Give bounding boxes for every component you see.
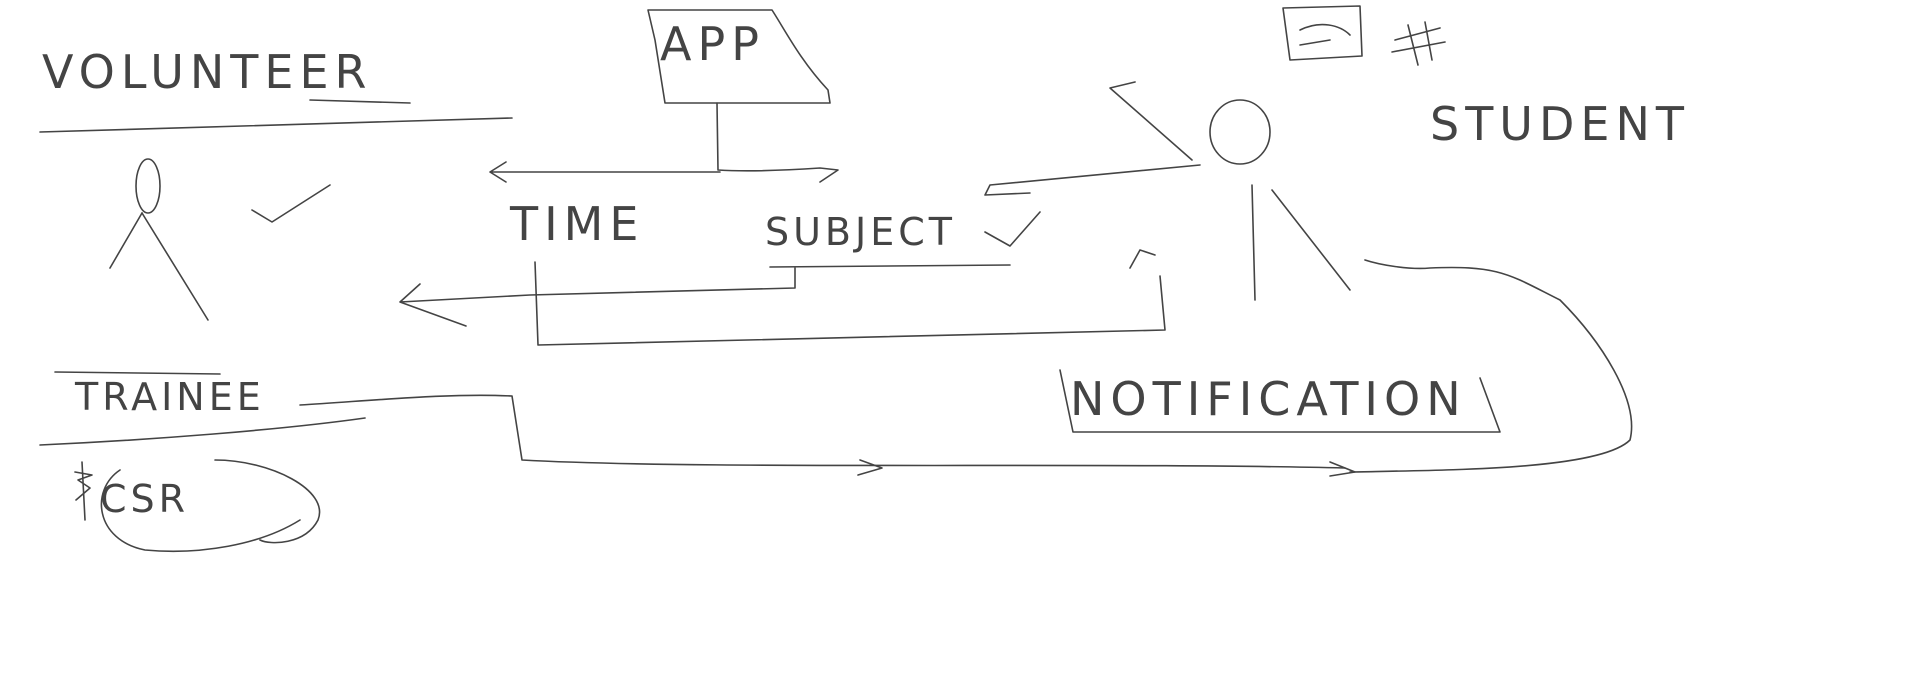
csr-circle: [100, 459, 321, 553]
trainee-to-notification-arrow: [299, 394, 1346, 469]
app-label: APP: [660, 17, 765, 71]
trainee-label: TRAINEE: [74, 375, 265, 419]
subject-underline: [769, 264, 1011, 268]
volunteer-underline-2: [309, 99, 411, 104]
csr-label: CSR: [100, 477, 189, 521]
hash-icon: [1391, 21, 1446, 66]
trainee-underline: [39, 371, 366, 446]
dollar-icon: [74, 461, 93, 521]
student-label: STUDENT: [1430, 97, 1690, 151]
notification-arrow: [1329, 461, 1356, 477]
volunteer-checkmark-icon: [251, 184, 331, 223]
time-subject-bracket: [399, 267, 796, 327]
trainee-mid-arrowhead: [857, 459, 883, 476]
phone-sketch-icon: [1282, 5, 1363, 61]
app-connector: [716, 102, 839, 183]
subject-label: SUBJECT: [765, 210, 956, 254]
student-to-notification-curve: [1349, 259, 1633, 473]
student-stick-figure-icon: [984, 81, 1351, 301]
time-student-bracket: [534, 249, 1166, 346]
app-to-time-arrow: [489, 161, 721, 183]
app-box: [647, 9, 831, 104]
notification-box: [1059, 369, 1501, 433]
volunteer-stick-figure-icon: [109, 158, 209, 321]
time-label: TIME: [509, 197, 644, 251]
subject-checkmark-icon: [984, 211, 1041, 247]
notification-label: NOTIFICATION: [1070, 372, 1467, 426]
volunteer-label: VOLUNTEER: [42, 45, 372, 99]
volunteer-underline: [39, 117, 513, 133]
